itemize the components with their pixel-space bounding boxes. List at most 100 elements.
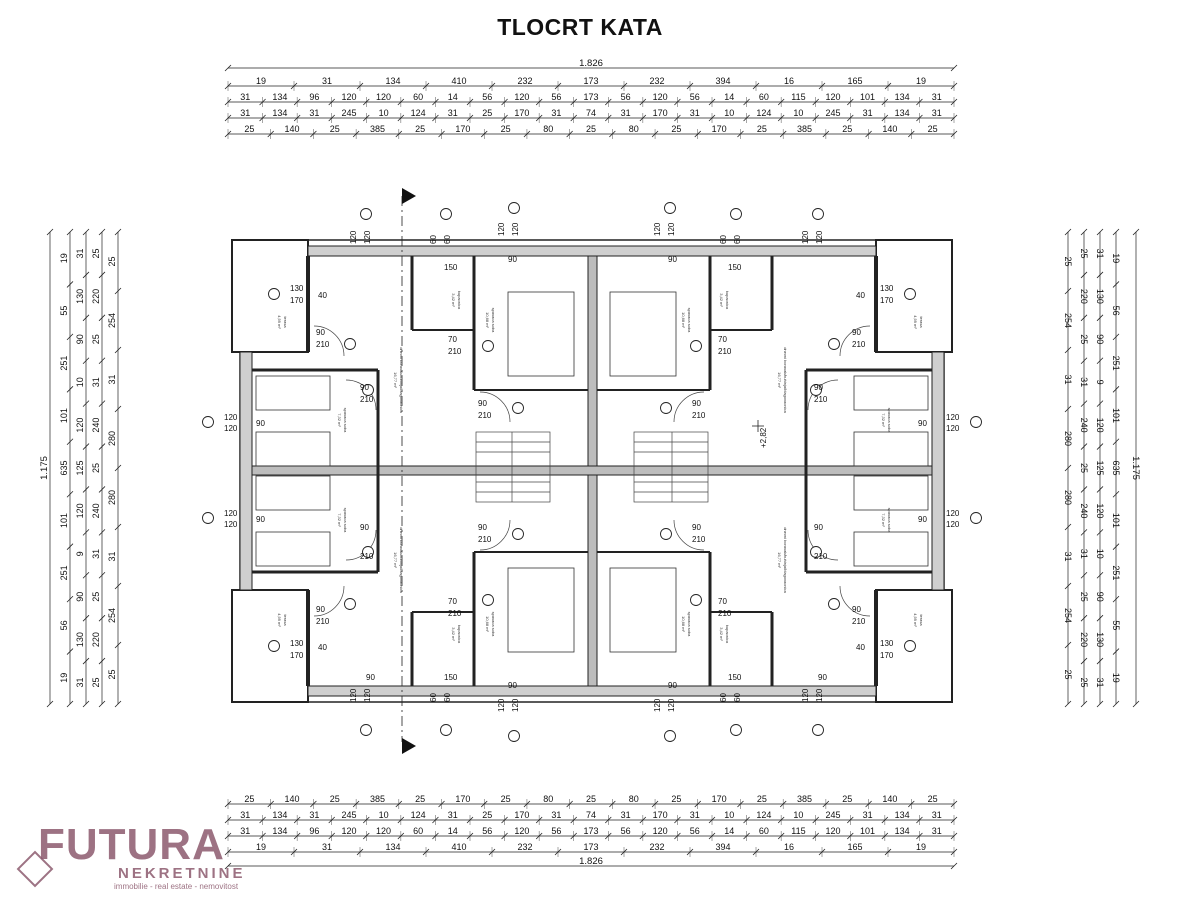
left-total-tick [46, 228, 54, 236]
opening-height-label: 120 [511, 222, 520, 236]
left-row-2-value: 25 [91, 334, 101, 344]
top-row-2-value: 31 [621, 108, 631, 118]
bottom-row-1-value: 10 [793, 810, 803, 820]
bottom-row-3-value: 394 [715, 842, 730, 852]
top-row-2-value: 25 [482, 108, 492, 118]
top-total-tick [950, 64, 958, 72]
right-row-1-value: 120 [1095, 503, 1105, 518]
top-row-0-value: 173 [583, 76, 598, 86]
left-row-0-tick [66, 595, 74, 603]
right-row-2-tick [1080, 271, 1088, 279]
window-marker [362, 384, 374, 396]
bottom-row-3-value: 19 [916, 842, 926, 852]
opening-dimension-label: 150 [444, 673, 458, 682]
opening-width-label: 60 [429, 235, 438, 244]
right-total-tick [1132, 228, 1140, 236]
right-row-1-value: 10 [1095, 549, 1105, 559]
opening-dimension-label: 120 [224, 413, 238, 422]
opening-width-label: 120 [653, 222, 662, 236]
right-total-value: 1.175 [1130, 456, 1141, 480]
room-name: terasa [283, 316, 288, 328]
window-marker [660, 528, 672, 540]
opening-dimension-label: 210 [692, 535, 706, 544]
opening-height-label: 120 [815, 230, 824, 244]
right-row-0-value: 101 [1111, 408, 1121, 423]
right-row-2-value: 25 [1079, 678, 1089, 688]
opening-width-label: 60 [719, 693, 728, 702]
opening-dimension-label: 150 [728, 263, 742, 272]
opening-dimension-label: 120 [946, 424, 960, 433]
right-row-1-value: 125 [1095, 460, 1105, 475]
left-row-0-value: 56 [59, 620, 69, 630]
right-row-0-value: 251 [1111, 356, 1121, 371]
window-marker [730, 208, 742, 220]
bottom-row-3-value: 173 [583, 842, 598, 852]
top-total-value: 1.826 [579, 58, 603, 69]
window-marker [810, 546, 822, 558]
right-row-3-value: 25 [1063, 669, 1073, 679]
opening-height-label: 60 [733, 235, 742, 244]
window-marker [482, 594, 494, 606]
top-row-3-value: 80 [629, 124, 639, 134]
right-row-1-tick [1096, 571, 1104, 579]
left-row-3-value: 31 [107, 374, 117, 384]
window-marker [362, 546, 374, 558]
room-name: spavaca soba [887, 408, 892, 433]
window-marker [730, 724, 742, 736]
opening-height-label: 120 [815, 688, 824, 702]
right-row-2-value: 25 [1079, 248, 1089, 258]
bottom-row-0-value: 385 [797, 794, 812, 804]
left-row-0-value: 101 [59, 513, 69, 528]
right-row-0-tick [1112, 333, 1120, 341]
left-row-1-tick [82, 657, 90, 665]
left-row-2-tick [98, 443, 106, 450]
window-marker [512, 528, 524, 540]
room-area: 7,32 m² [337, 513, 342, 527]
left-row-2-value: 25 [91, 463, 101, 473]
right-row-2-value: 31 [1079, 549, 1089, 559]
window-marker [512, 402, 524, 414]
top-row-3-value: 170 [712, 124, 727, 134]
top-row-1-value: 120 [825, 92, 840, 102]
bottom-row-0-value: 25 [501, 794, 511, 804]
bottom-row-2-value: 31 [240, 826, 250, 836]
bottom-row-1-value: 31 [309, 810, 319, 820]
opening-dimension-label: 120 [224, 509, 238, 518]
right-row-3-tick [1064, 700, 1072, 708]
right-row-2-tick [1080, 486, 1088, 493]
left-row-2-value: 31 [91, 549, 101, 559]
bottom-row-0-value: 25 [671, 794, 681, 804]
top-row-1-value: 134 [272, 92, 287, 102]
bottom-row-2-value: 115 [791, 826, 805, 836]
opening-dimension-label: 70 [448, 597, 457, 606]
opening-height-label: 120 [363, 230, 372, 244]
right-row-3-value: 25 [1063, 256, 1073, 266]
left-row-2-value: 25 [91, 678, 101, 688]
opening-dimension-label: 90 [692, 523, 701, 532]
left-row-2-tick [98, 228, 106, 236]
left-row-2-tick [98, 657, 106, 665]
right-row-1-tick [1096, 228, 1104, 236]
room-area: 7,32 m² [337, 413, 342, 427]
right-row-1-tick [1096, 271, 1104, 279]
opening-width-label: 120 [801, 688, 810, 702]
room-area: 3,42 m² [719, 627, 724, 641]
left-row-0-tick [66, 228, 74, 236]
bottom-row-1-value: 170 [653, 810, 668, 820]
window-marker [828, 598, 840, 610]
opening-dimension-label: 120 [946, 509, 960, 518]
right-row-2-tick [1080, 571, 1088, 579]
top-row-2-value: 245 [341, 108, 356, 118]
right-row-1-value: 31 [1095, 248, 1105, 258]
bottom-row-1-value: 10 [724, 810, 734, 820]
left-row-1-tick [82, 486, 90, 493]
window-marker [664, 202, 676, 214]
opening-height-label: 120 [667, 698, 676, 712]
left-row-0-value: 251 [59, 565, 69, 580]
top-row-0-value: 16 [784, 76, 794, 86]
left-row-1-tick [82, 228, 90, 236]
left-row-0-tick [66, 438, 74, 446]
opening-dimension-label: 210 [360, 395, 374, 404]
room-area: 3,42 m² [719, 293, 724, 307]
